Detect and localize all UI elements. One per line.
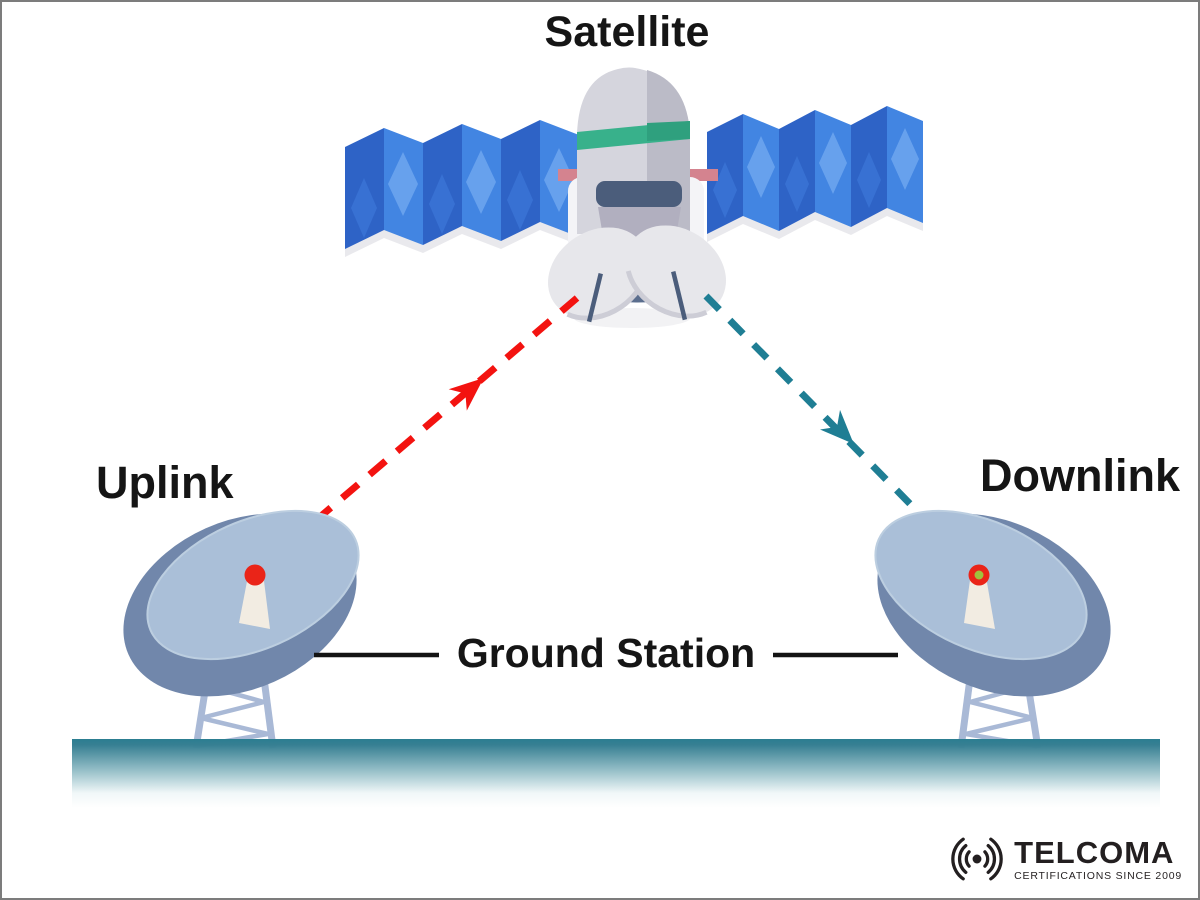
solar-panel-left-icon	[345, 120, 579, 249]
downlink-feed-dot-center	[974, 570, 984, 580]
ground-station-right-icon	[874, 509, 1111, 749]
satellite-visor	[596, 181, 682, 207]
logo-tagline-text: CERTIFICATIONS SINCE 2009	[1014, 869, 1182, 882]
ground-surface	[72, 739, 1160, 811]
feed-horn-right	[964, 571, 995, 629]
feed-horn-left	[239, 571, 270, 629]
solar-panel-right-icon	[707, 106, 923, 234]
uplink-arrow	[257, 295, 580, 571]
ground-station-left-icon	[123, 509, 360, 749]
logo-brand-text: TELCOMA	[1014, 834, 1175, 870]
satellite-antenna-right-icon	[625, 225, 726, 321]
dish-right	[874, 509, 1111, 697]
satellite-icon	[345, 67, 923, 328]
telcoma-signal-icon	[951, 837, 1003, 881]
satellite-label: Satellite	[544, 8, 710, 56]
telcoma-logo: TELCOMA CERTIFICATIONS SINCE 2009	[944, 830, 1182, 888]
dish-left	[123, 509, 360, 697]
downlink-label: Downlink	[980, 450, 1180, 501]
uplink-feed-dot	[244, 564, 266, 586]
uplink-label: Uplink	[96, 457, 234, 508]
ground-station-label: Ground Station	[456, 630, 756, 676]
